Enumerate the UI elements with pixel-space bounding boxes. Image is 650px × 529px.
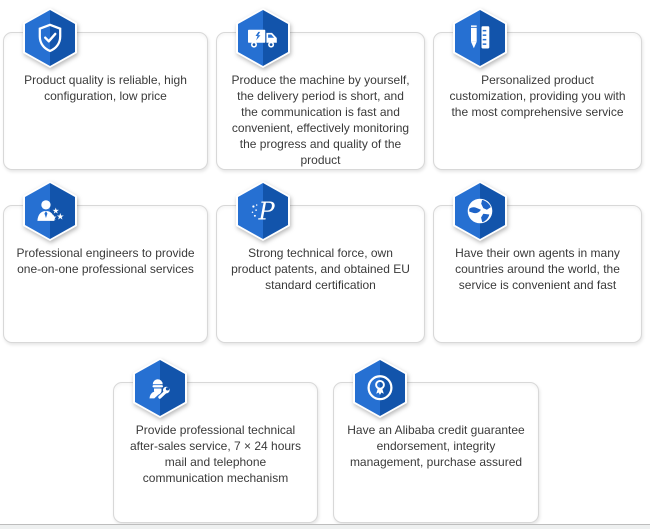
feature-text: Professional engineers to provide one-on… [16, 246, 195, 276]
feature-card-agents: Have their own agents in many countries … [433, 181, 642, 343]
patent-p-icon: P [236, 181, 290, 241]
bottom-divider [0, 524, 650, 529]
feature-card-patents: P Strong technical force, own product pa… [216, 181, 425, 343]
feature-card-engineers: ★ ★ ★ Professional engineers to provide … [3, 181, 208, 343]
feature-card-credit: Have an Alibaba credit guarantee endorse… [333, 358, 539, 523]
technical-support-icon [133, 358, 187, 418]
feature-card-quality: Product quality is reliable, high config… [3, 8, 208, 170]
svg-text:★: ★ [56, 213, 64, 223]
feature-text: Product quality is reliable, high config… [24, 73, 187, 103]
engineer-stars-icon: ★ ★ ★ [23, 181, 77, 241]
feature-text: Produce the machine by yourself, the del… [231, 73, 410, 167]
credit-badge-icon [353, 358, 407, 418]
feature-card-customization: Personalized product customization, prov… [433, 8, 642, 170]
fast-delivery-truck-icon [236, 8, 290, 68]
globe-icon [453, 181, 507, 241]
svg-text:★: ★ [50, 213, 57, 222]
feature-card-delivery: Produce the machine by yourself, the del… [216, 8, 425, 170]
svg-text:★: ★ [52, 206, 59, 216]
pencil-ruler-icon [453, 8, 507, 68]
feature-card-after-sales: Provide professional technical after-sal… [113, 358, 318, 523]
feature-text: Provide professional technical after-sal… [129, 423, 302, 485]
feature-text: Have an Alibaba credit guarantee endorse… [347, 423, 525, 469]
feature-text: Strong technical force, own product pate… [231, 246, 410, 292]
feature-text: Personalized product customization, prov… [449, 73, 626, 119]
feature-text: Have their own agents in many countries … [455, 246, 620, 292]
shield-check-icon [23, 8, 77, 68]
svg-text:P: P [258, 197, 276, 225]
